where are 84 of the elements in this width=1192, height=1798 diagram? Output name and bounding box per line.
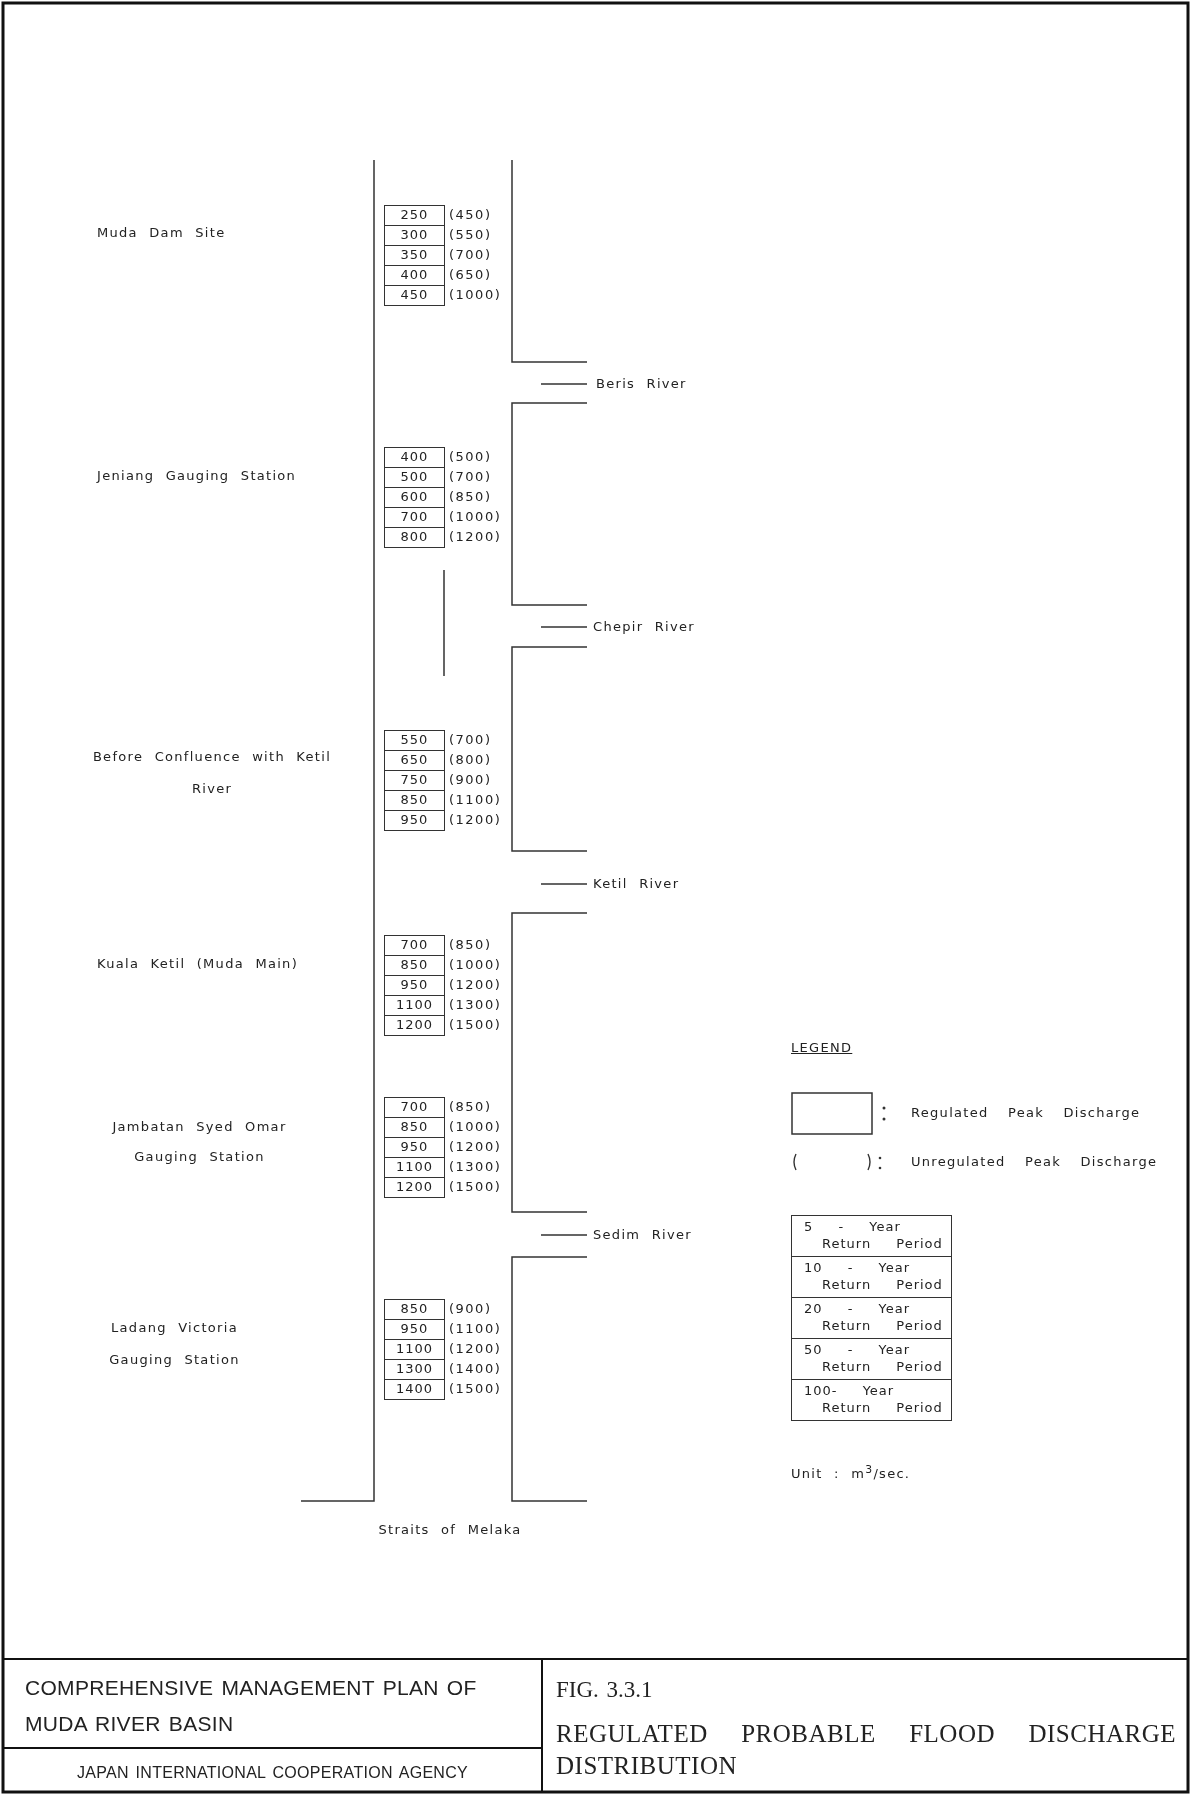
regulated-value: 450 bbox=[384, 285, 445, 306]
regulated-value: 700 bbox=[384, 507, 445, 528]
station-name: Ladang Victoria Gauging Station bbox=[108, 1319, 241, 1369]
unregulated-value: (1000) bbox=[449, 956, 502, 974]
station-name: Muda Dam Site bbox=[97, 224, 226, 242]
regulated-value: 1200 bbox=[384, 1177, 445, 1198]
unregulated-value: (1000) bbox=[449, 508, 502, 526]
unregulated-value: (700) bbox=[449, 731, 492, 749]
tributary-label: Ketil River bbox=[593, 875, 680, 893]
return-period-entry: 10 - Year Return Period bbox=[791, 1256, 952, 1298]
agency-name: JAPAN INTERNATIONAL COOPERATION AGENCY bbox=[75, 1763, 470, 1783]
unregulated-value: (1100) bbox=[449, 791, 502, 809]
project-title: COMPREHENSIVE MANAGEMENT PLAN OF MUDA RIVER BASIN bbox=[25, 1675, 478, 1737]
unregulated-value: (850) bbox=[449, 1098, 492, 1116]
regulated-value: 750 bbox=[384, 770, 445, 791]
regulated-value: 350 bbox=[384, 245, 445, 266]
unregulated-value: (900) bbox=[449, 771, 492, 789]
regulated-value: 250 bbox=[384, 205, 445, 226]
unregulated-value: (1000) bbox=[449, 1118, 502, 1136]
legend-text: Regulated Peak Discharge bbox=[911, 1104, 1141, 1122]
regulated-value: 650 bbox=[384, 750, 445, 771]
regulated-value: 950 bbox=[384, 975, 445, 996]
regulated-value: 1100 bbox=[384, 995, 445, 1016]
station-name: Jeniang Gauging Station bbox=[97, 467, 297, 485]
legend-text: Unregulated Peak Discharge bbox=[911, 1153, 1158, 1171]
regulated-value: 1200 bbox=[384, 1015, 445, 1036]
unregulated-value: (1500) bbox=[449, 1380, 502, 1398]
station-name: Before Confluence with Ketil River bbox=[92, 748, 332, 798]
tributary-label: Chepir River bbox=[593, 618, 695, 636]
outlet-label: Straits of Melaka bbox=[377, 1521, 523, 1539]
regulated-value: 1100 bbox=[384, 1339, 445, 1360]
unit-note: Unit : m$^{3}$/sec. bbox=[791, 1462, 911, 1484]
regulated-value: 950 bbox=[384, 1319, 445, 1340]
regulated-value: 1300 bbox=[384, 1359, 445, 1380]
unregulated-value: (1100) bbox=[449, 1320, 502, 1338]
unregulated-value: (1500) bbox=[449, 1178, 502, 1196]
unregulated-value: (500) bbox=[449, 448, 492, 466]
unregulated-value: (700) bbox=[449, 246, 492, 264]
return-period-entry: 50 - Year Return Period bbox=[791, 1338, 952, 1380]
unregulated-value: (850) bbox=[449, 936, 492, 954]
unregulated-value: (1500) bbox=[449, 1016, 502, 1034]
unregulated-value: (450) bbox=[449, 206, 492, 224]
return-period-entry: 100- Year Return Period bbox=[791, 1379, 952, 1421]
regulated-value: 850 bbox=[384, 790, 445, 811]
station-name: Jambatan Syed Omar Gauging Station bbox=[110, 1118, 288, 1166]
unregulated-value: (850) bbox=[449, 488, 492, 506]
unregulated-value: (1200) bbox=[449, 1138, 502, 1156]
regulated-value: 400 bbox=[384, 265, 445, 286]
figure-number: FIG. 3.3.1 bbox=[556, 1676, 653, 1703]
unregulated-value: (1300) bbox=[449, 996, 502, 1014]
unregulated-value: (1200) bbox=[449, 811, 502, 829]
regulated-value: 500 bbox=[384, 467, 445, 488]
regulated-value: 600 bbox=[384, 487, 445, 508]
unregulated-value: (1300) bbox=[449, 1158, 502, 1176]
return-period-entry: 5 - Year Return Period bbox=[791, 1215, 952, 1257]
regulated-value: 850 bbox=[384, 955, 445, 976]
regulated-value: 550 bbox=[384, 730, 445, 751]
regulated-value: 700 bbox=[384, 935, 445, 956]
regulated-value: 850 bbox=[384, 1117, 445, 1138]
regulated-value: 700 bbox=[384, 1097, 445, 1118]
legend-heading: LEGEND bbox=[791, 1039, 853, 1057]
regulated-value: 950 bbox=[384, 1137, 445, 1158]
tributary-label: Sedim River bbox=[593, 1226, 692, 1244]
unregulated-value: (800) bbox=[449, 751, 492, 769]
return-period-entry: 20 - Year Return Period bbox=[791, 1297, 952, 1339]
regulated-value: 400 bbox=[384, 447, 445, 468]
unregulated-value: (1000) bbox=[449, 286, 502, 304]
regulated-value: 800 bbox=[384, 527, 445, 548]
unregulated-value: (1200) bbox=[449, 976, 502, 994]
unregulated-value: (1200) bbox=[449, 1340, 502, 1358]
unregulated-value: (900) bbox=[449, 1300, 492, 1318]
unregulated-value: (1400) bbox=[449, 1360, 502, 1378]
unregulated-value: (650) bbox=[449, 266, 492, 284]
unregulated-value: (1200) bbox=[449, 528, 502, 546]
station-name: Kuala Ketil (Muda Main) bbox=[97, 955, 298, 973]
figure-title: REGULATED PROBABLE FLOOD DISCHARGE DISTRIBUTION bbox=[556, 1719, 1176, 1781]
regulated-value: 1400 bbox=[384, 1379, 445, 1400]
unregulated-value: (700) bbox=[449, 468, 492, 486]
unregulated-value: (550) bbox=[449, 226, 492, 244]
regulated-value: 850 bbox=[384, 1299, 445, 1320]
tributary-label: Beris River bbox=[596, 375, 687, 393]
regulated-value: 300 bbox=[384, 225, 445, 246]
regulated-value: 950 bbox=[384, 810, 445, 831]
regulated-value: 1100 bbox=[384, 1157, 445, 1178]
